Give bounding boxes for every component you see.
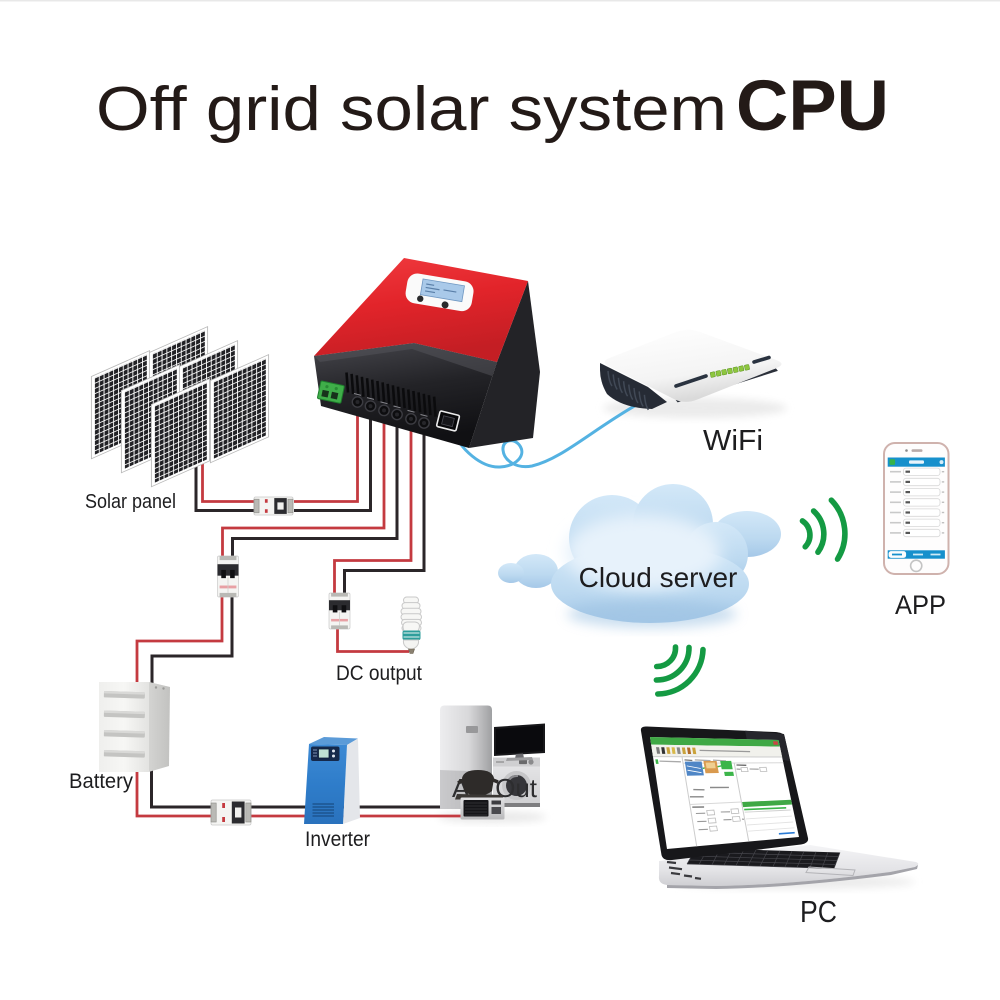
svg-text:CPU: CPU (736, 67, 889, 146)
svg-text:APP: APP (895, 590, 946, 620)
svg-text:PC: PC (800, 894, 837, 929)
svg-text:Off grid solar system: Off grid solar system (96, 75, 727, 144)
svg-text:Solar panel: Solar panel (85, 491, 176, 513)
svg-text:WiFi: WiFi (703, 425, 763, 457)
svg-text:Cloud server: Cloud server (579, 562, 738, 593)
svg-text:DC output: DC output (336, 662, 422, 685)
svg-text:Battery: Battery (69, 770, 133, 793)
svg-text:Inverter: Inverter (305, 828, 370, 851)
